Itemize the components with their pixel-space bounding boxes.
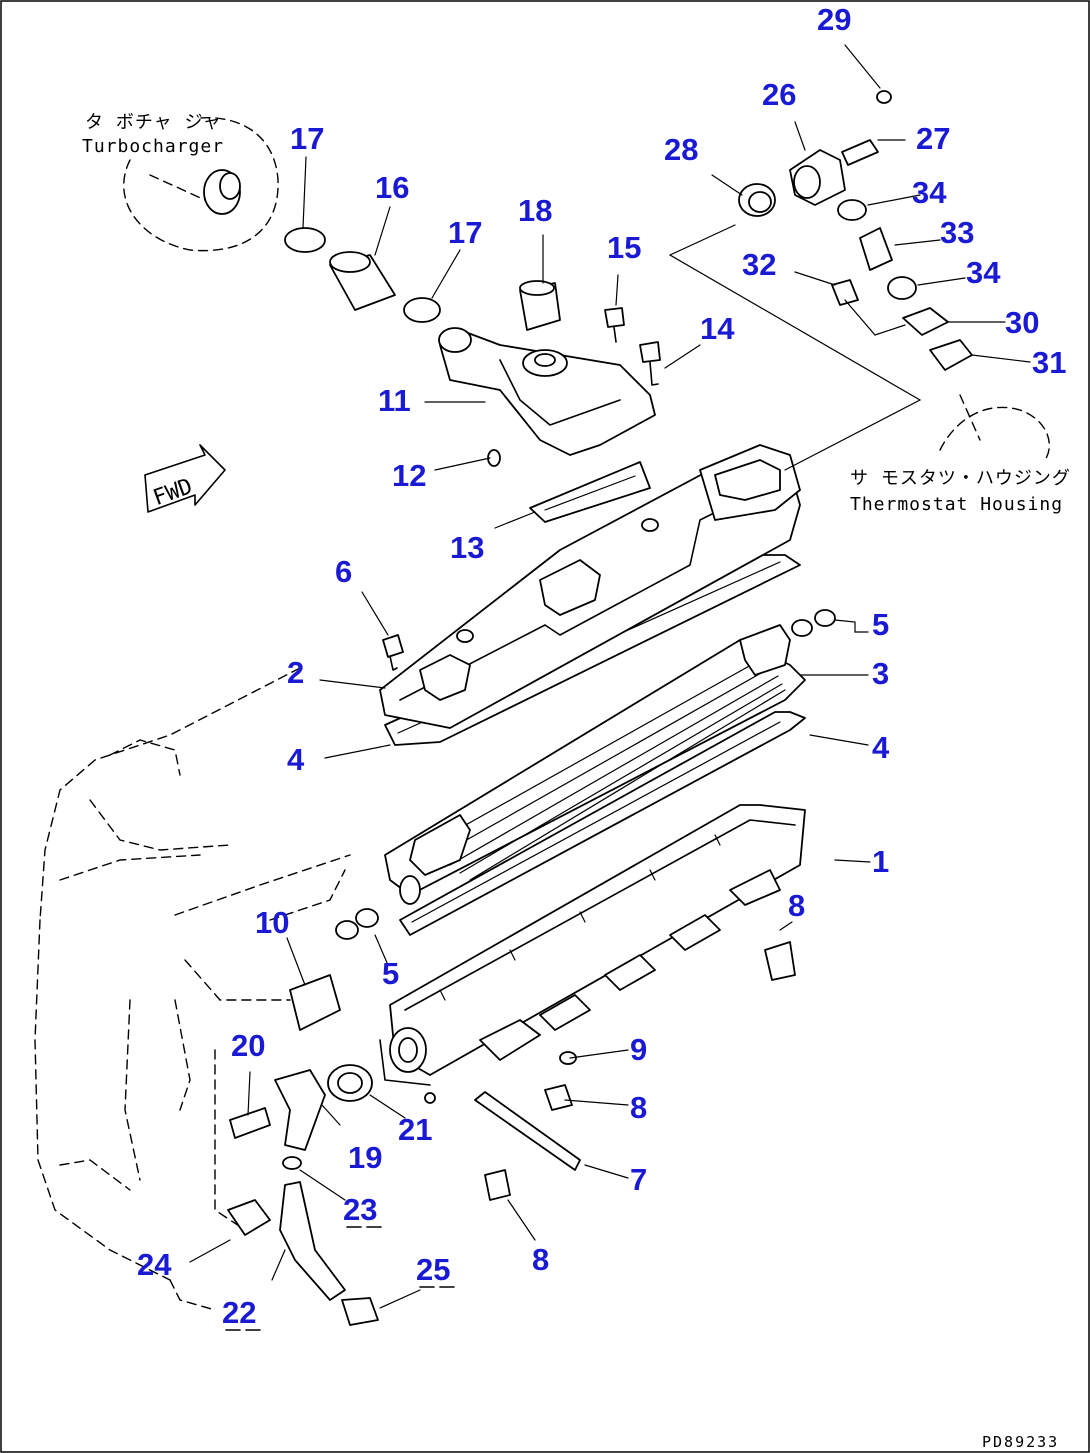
callout-2: 2 [287,655,304,690]
bolt-8-right [764,941,796,981]
callout-8-front: 8 [630,1090,647,1125]
callout-29: 29 [817,2,851,37]
callout-16: 16 [375,170,409,205]
callout-4-left: 4 [287,742,305,777]
thermostat-cover-26 [789,149,846,206]
plug-29 [876,90,892,104]
bolt-15 [604,307,625,343]
plug-9 [559,1051,577,1065]
turbocharger-label: Turbocharger [82,136,224,157]
callout-8-bottom: 8 [532,1242,549,1277]
callout-24: 24 [137,1247,172,1282]
elbow-19 [274,1069,326,1151]
pipe-33 [859,227,893,271]
callout-6: 6 [335,554,352,589]
oil-cooler-case [379,804,806,1104]
callout-33: 33 [940,215,974,250]
tube-7 [474,1091,581,1171]
callout-19: 19 [348,1140,382,1175]
bolt-6 [382,634,404,671]
callout-1: 1 [872,844,889,879]
callout-34-upper: 34 [912,175,947,210]
callout-17-left: 17 [290,121,324,156]
bolt-14 [639,341,661,386]
callout-17-right: 17 [448,215,482,250]
gasket-13 [529,461,651,523]
thermostat-housing-label: Thermostat Housing [850,494,1063,515]
callout-34-lower: 34 [966,255,1001,290]
oil-cooler-cover [379,444,801,729]
connector-11 [438,327,656,456]
bolt-32 [831,279,859,306]
turbocharger-label-jp: タ ボチャ ジャ [85,112,222,133]
gasket-lower [399,711,806,936]
callout-21: 21 [398,1112,432,1147]
clamp-17-left [284,227,326,253]
callout-5-upper: 5 [872,607,889,642]
callout-18: 18 [518,193,552,228]
callout-underlines [225,1226,455,1331]
flange-30 [902,307,949,336]
bolt-8-bottom [484,1169,511,1201]
o-ring-5-lower [335,908,379,940]
pipe-22 [279,1181,346,1301]
callout-3: 3 [872,656,889,691]
callout-32: 32 [742,247,776,282]
clamp-34-lower [887,276,917,300]
engine-block-outline [34,667,351,1311]
turbocharger-outline [123,117,279,252]
bolt-27 [841,139,879,166]
gasket-31 [929,339,973,371]
callout-5-lower: 5 [382,956,399,991]
o-ring-5-upper [791,609,836,637]
plate-10 [289,974,341,1031]
callout-26: 26 [762,77,796,112]
bolt-20 [229,1107,271,1139]
drawing-code: PD89233 [982,1433,1059,1451]
clamp-17-right [403,297,441,323]
gasket-24 [227,1199,271,1236]
callout-4-right: 4 [872,730,890,765]
thermostat-housing-label-jp: サ モスタツ・ハウジング [850,468,1071,489]
callout-13: 13 [450,530,484,565]
callout-8-right: 8 [788,888,805,923]
callout-10: 10 [255,905,289,940]
gasket-21 [327,1064,373,1102]
callout-20: 20 [231,1028,265,1063]
callout-14: 14 [700,311,735,346]
callout-12: 12 [392,458,426,493]
bolt-25 [341,1297,379,1326]
callout-9: 9 [630,1032,647,1067]
oil-cooler-core [384,624,806,905]
callout-23: 23 [343,1192,377,1227]
hose-16 [329,251,396,311]
clamp-34-upper [837,199,867,221]
gasket-28 [738,183,776,217]
callout-15: 15 [607,230,641,265]
plug-18 [519,280,561,331]
bolt-8-front [544,1084,573,1111]
thermostat-housing-outline [939,394,1050,461]
callout-30: 30 [1005,305,1039,340]
callout-7: 7 [630,1162,647,1197]
callout-27: 27 [916,121,950,156]
callout-31: 31 [1032,345,1066,380]
callout-25: 25 [416,1252,450,1287]
leader-lines [189,44,1031,1309]
callout-11: 11 [378,383,411,418]
forward-label: FWD [150,474,196,511]
callout-22: 22 [222,1295,256,1330]
callout-numbers: 1 2 3 4 4 5 5 6 7 8 8 8 9 10 11 12 13 14… [137,2,1066,1330]
o-ring-23 [282,1156,302,1170]
forward-direction-marker: FWD [144,444,226,513]
callout-28: 28 [664,132,698,167]
